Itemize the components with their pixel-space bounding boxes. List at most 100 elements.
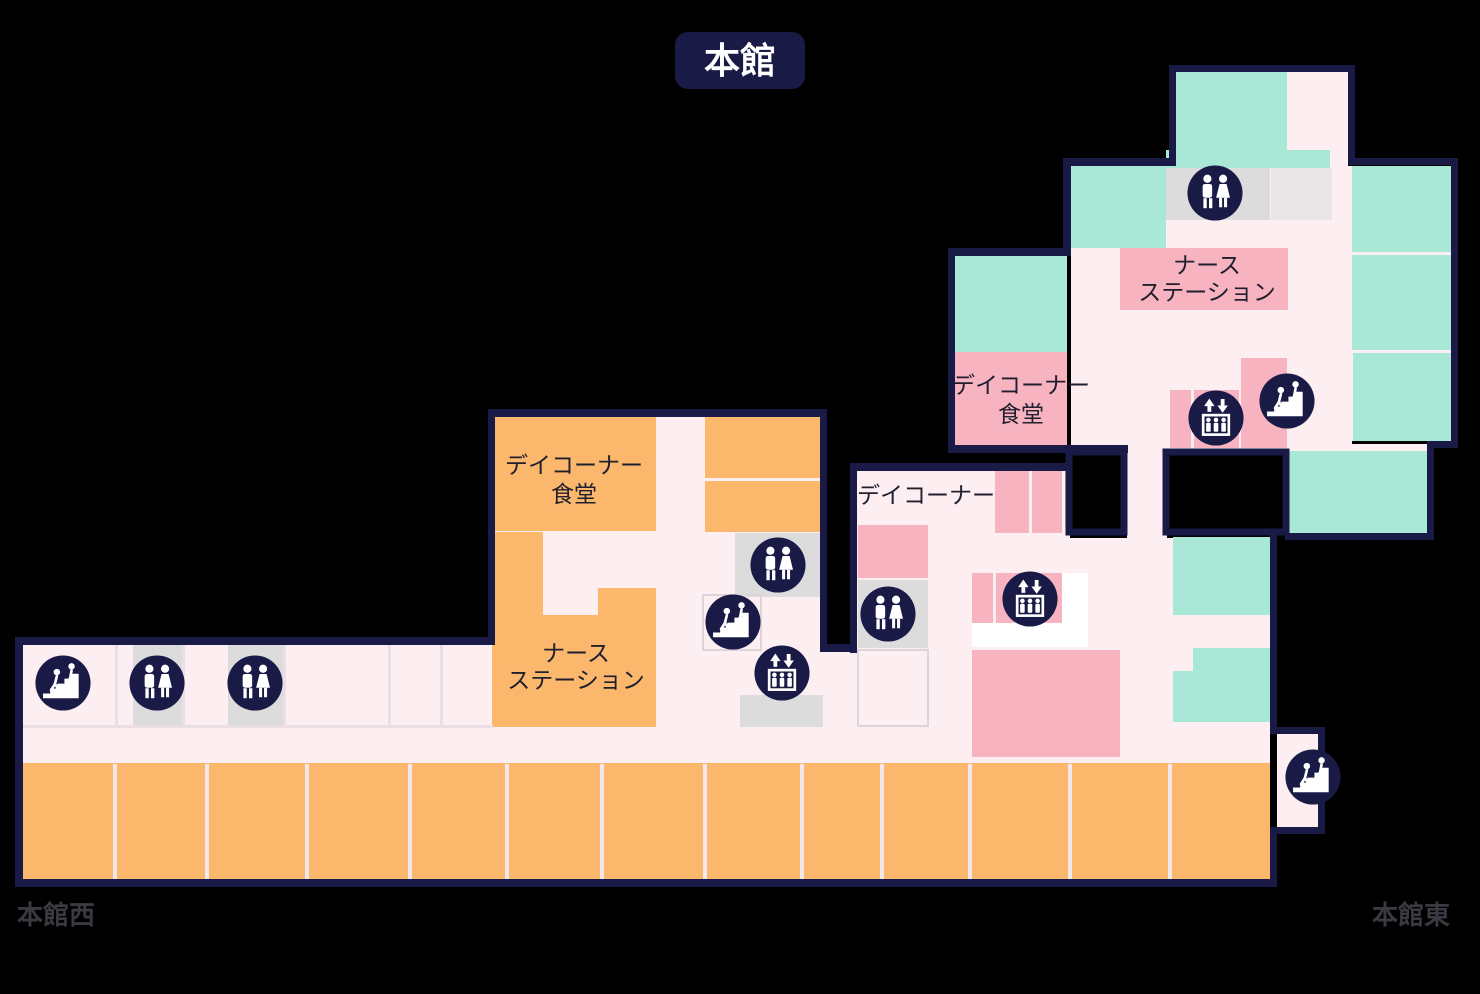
main-dining-label-line1: デイコーナー: [505, 452, 643, 478]
pink-room: [995, 469, 1029, 533]
room-frame: [857, 649, 929, 727]
main-nurse-label-line1: ナース: [542, 640, 610, 666]
outline-segment: [15, 879, 1277, 887]
strip-divider: [1068, 764, 1072, 880]
outline-segment: [15, 637, 23, 887]
outline-segment: [1270, 827, 1325, 834]
patient-room-strip: [23, 763, 1270, 881]
pink-room: [858, 525, 928, 578]
stairs-icon: [34, 654, 92, 712]
main-dining-room: [492, 417, 656, 531]
strip-divider: [880, 764, 884, 880]
stairs-icon: [1284, 748, 1342, 806]
outline-segment: [488, 409, 827, 417]
orange-room: [598, 588, 656, 615]
strip-divider: [703, 764, 707, 880]
restroom-icon: [860, 586, 916, 642]
orange-room: [705, 481, 823, 532]
strip-divider: [1168, 764, 1172, 880]
title-badge-background: [675, 32, 805, 89]
teal-room: [1352, 166, 1451, 252]
east-nurse-station-room: [1120, 248, 1288, 310]
elevator-icon: [1001, 570, 1059, 628]
teal-room: [1071, 166, 1166, 248]
teal-room: [1353, 353, 1451, 441]
teal-room: [1173, 537, 1277, 615]
orange-room: [705, 417, 823, 478]
outline-segment: [1285, 533, 1434, 540]
restroom-icon: [1187, 165, 1243, 221]
corridor-room-divider: [440, 645, 443, 727]
outline-segment: [948, 248, 955, 453]
pink-room: [972, 650, 1120, 757]
room-dividers: [23, 594, 1172, 880]
main-nurse-station-room: [492, 615, 656, 727]
teal-room: [1173, 671, 1272, 722]
main-dining-label-line2: 食堂: [551, 481, 597, 507]
outline-segment: [15, 637, 493, 645]
restroom-icon: [750, 537, 806, 593]
outline-segment: [850, 463, 1071, 471]
outline-segment: [1348, 158, 1458, 165]
elevator-icon: [1187, 389, 1245, 447]
stairs-icon: [1258, 372, 1316, 430]
outline-segment: [1270, 727, 1325, 734]
teal-room: [1193, 648, 1272, 673]
outline-segment: [948, 445, 1128, 453]
outline-segment: [948, 248, 1070, 256]
strip-divider: [305, 764, 309, 880]
strip-divider: [505, 764, 509, 880]
teal-room: [1289, 451, 1427, 534]
outline-segment: [1427, 441, 1458, 448]
outline-segment: [1348, 65, 1355, 165]
courtyard-void: [1162, 448, 1290, 536]
outline-segment: [488, 409, 495, 645]
outline-segment: [1270, 827, 1277, 887]
title-badge: 本館: [675, 32, 805, 89]
orange-room: [492, 532, 543, 615]
pink-room: [1032, 469, 1062, 533]
outline-segment: [850, 463, 857, 653]
strip-divider: [113, 764, 117, 880]
strip-divider: [968, 764, 972, 880]
outline-segment: [1451, 158, 1458, 448]
east-dining-label-line1: デイコーナー: [952, 372, 1090, 398]
corridor-room-divider: [388, 645, 391, 727]
stairs-icon: [704, 593, 762, 651]
strip-divider: [408, 764, 412, 880]
pink-room: [1170, 390, 1191, 448]
outline-segment: [1427, 441, 1434, 540]
east-dining-label-line2: 食堂: [998, 401, 1044, 427]
rooms: [23, 72, 1451, 881]
teal-room: [1352, 255, 1451, 350]
teal-room: [955, 256, 1067, 352]
restroom-icon: [129, 655, 185, 711]
corridor-room-divider: [283, 645, 286, 727]
main-nurse-label-line2: ステーション: [507, 667, 645, 693]
page-title: 本館: [704, 40, 776, 81]
outline-segment: [1063, 158, 1175, 166]
outline-segment: [1063, 158, 1071, 256]
teal-room: [1166, 150, 1330, 168]
east-nurse-label-line1: ナース: [1173, 252, 1241, 278]
elevator-icon: [753, 644, 811, 702]
east-wing-label: 本館東: [1372, 900, 1450, 930]
day-corner-label: デイコーナー: [857, 482, 995, 508]
outline-segment: [820, 409, 827, 652]
outline-segment: [1169, 65, 1355, 72]
strip-divider: [800, 764, 804, 880]
corridor-room-divider: [23, 725, 493, 728]
strip-divider: [600, 764, 604, 880]
outline-segment: [1270, 534, 1277, 734]
building-outline: [15, 65, 1458, 887]
outline-segment: [820, 644, 857, 652]
strip-divider: [205, 764, 209, 880]
white-room: [972, 623, 1088, 647]
west-wing-label: 本館西: [17, 900, 95, 930]
gray-area: [1271, 168, 1332, 220]
east-nurse-label-line2: ステーション: [1138, 279, 1276, 305]
pink-room: [972, 573, 993, 623]
gap-connector-floor: [820, 652, 860, 763]
